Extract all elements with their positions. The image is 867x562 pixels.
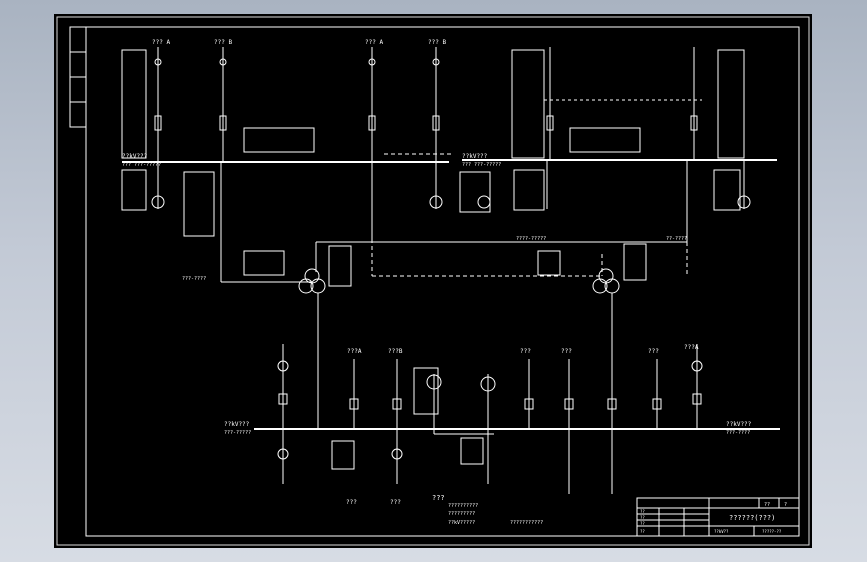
feeder-label-1: ??? A (152, 39, 170, 46)
link-label-left: ???-???? (182, 276, 206, 282)
lv-feeder-label-5: ??? (648, 348, 659, 355)
feeder-label-3: ??? A (365, 39, 383, 46)
lv-feeder-label-4: ??? (561, 348, 572, 355)
drawing-sheet: ??? A ??? B ??? A ??? B ??kV??? ??? ???-… (54, 14, 812, 548)
title-row-1: ?? (640, 509, 645, 514)
tie-label: ????-????? (516, 236, 546, 242)
title-block (636, 497, 800, 537)
single-line-diagram: ??? A ??? B ??? A ??? B ??kV??? ??? ???-… (56, 16, 810, 546)
lv-feeder-label-6: ???A (684, 344, 699, 351)
title-scale: ??kV?? (714, 529, 729, 534)
notes-line-1: ?????????? (448, 503, 478, 509)
title-row-2: ?? (640, 515, 645, 520)
transformer-left (243, 245, 352, 294)
lv-bus-left-label: ??kV??? (224, 421, 250, 428)
feeder-label-4: ??? B (428, 39, 446, 46)
feeder-breakers (154, 58, 698, 131)
lv-bottom-label-2: ??? (390, 499, 401, 506)
notes-line-3: ??kV????? (448, 520, 475, 526)
notes-line-4: ??????????? (510, 520, 543, 526)
device-boxes (121, 49, 745, 237)
transformer-right (537, 243, 647, 294)
title-row-4: ?? (640, 529, 645, 534)
notes-heading: ??? (432, 494, 445, 502)
lv-bus-right-sub: ???-???? (726, 430, 750, 436)
feeder-label-2: ??? B (214, 39, 232, 46)
drawing-title: ??????(???) (729, 514, 775, 522)
notes-line-2: ????????? (448, 511, 475, 517)
title-col-b: ? (784, 502, 787, 508)
hv-bus-right-label: ??kV??? (462, 153, 488, 160)
outer-frame (56, 16, 810, 546)
link-label-right: ??-???? (666, 236, 687, 242)
lv-bus-right-label: ??kV??? (726, 421, 752, 428)
title-col-a: ?? (764, 502, 770, 508)
lv-bus-left-sub: ???-????? (224, 430, 251, 436)
hv-bus-right-sub: ??? ???-????? (462, 162, 501, 168)
lv-feeder-label-2: ???B (388, 348, 403, 355)
hv-bus-left-label: ??kV??? (122, 153, 148, 160)
lv-feeder-label-1: ???A (347, 348, 362, 355)
inner-frame (85, 26, 800, 537)
lv-feeder-label-3: ??? (520, 348, 531, 355)
title-number: ?????-?? (762, 529, 782, 534)
lv-feeders (277, 334, 703, 494)
hv-bus-left-sub: ??? ???-????? (122, 162, 161, 168)
lv-bottom-label-1: ??? (346, 499, 357, 506)
title-row-3: ?? (640, 521, 645, 526)
